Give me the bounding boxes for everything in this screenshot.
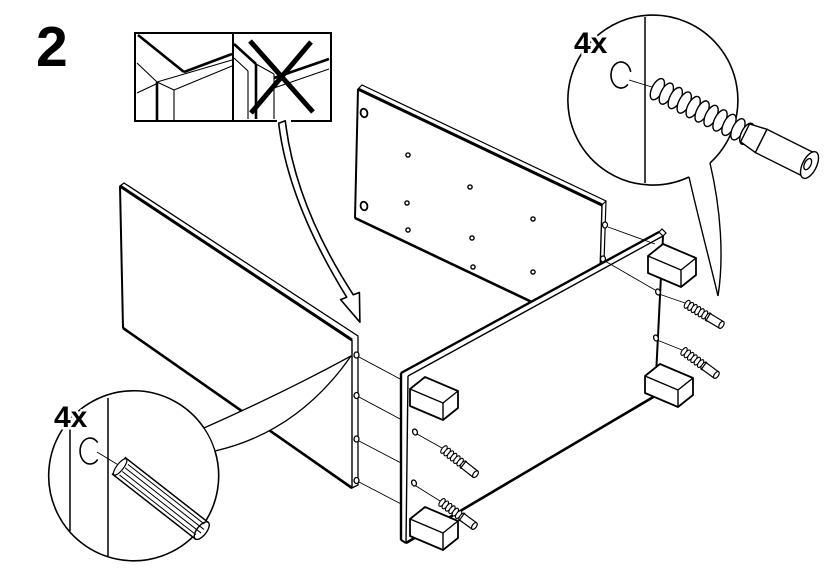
countersunk-screw-icon	[645, 73, 823, 182]
foot-block	[644, 363, 694, 408]
dowel-quantity-label: 4x	[54, 401, 88, 434]
alignment-guide-lines	[604, 226, 656, 291]
screw-guide-lines	[415, 293, 686, 502]
wood-dowel-icon	[110, 455, 213, 543]
side-panel-dowel-pins	[353, 351, 404, 506]
hole-icon	[79, 437, 99, 465]
inset-pointer-arrow	[277, 120, 361, 323]
dowel-callout: 4x	[47, 355, 352, 562]
detail-inset	[134, 32, 361, 323]
back-panel	[354, 84, 609, 336]
cross-out-icon	[248, 39, 315, 115]
screw-holes	[410, 288, 662, 487]
screw-quantity-label: 4x	[574, 27, 608, 60]
incorrect-joint-icon	[233, 39, 330, 119]
hole-icon	[610, 61, 632, 89]
screw-icon	[682, 298, 727, 331]
callout-circle	[567, 14, 739, 186]
correct-joint-icon	[136, 33, 233, 120]
panel-pilot-holes	[404, 152, 536, 275]
panel-corner-tab	[658, 228, 667, 237]
panel-edge-holes	[359, 107, 369, 212]
callout-leader	[688, 162, 722, 297]
step-number: 2	[36, 15, 68, 79]
screw-callout: 4x	[567, 14, 823, 297]
